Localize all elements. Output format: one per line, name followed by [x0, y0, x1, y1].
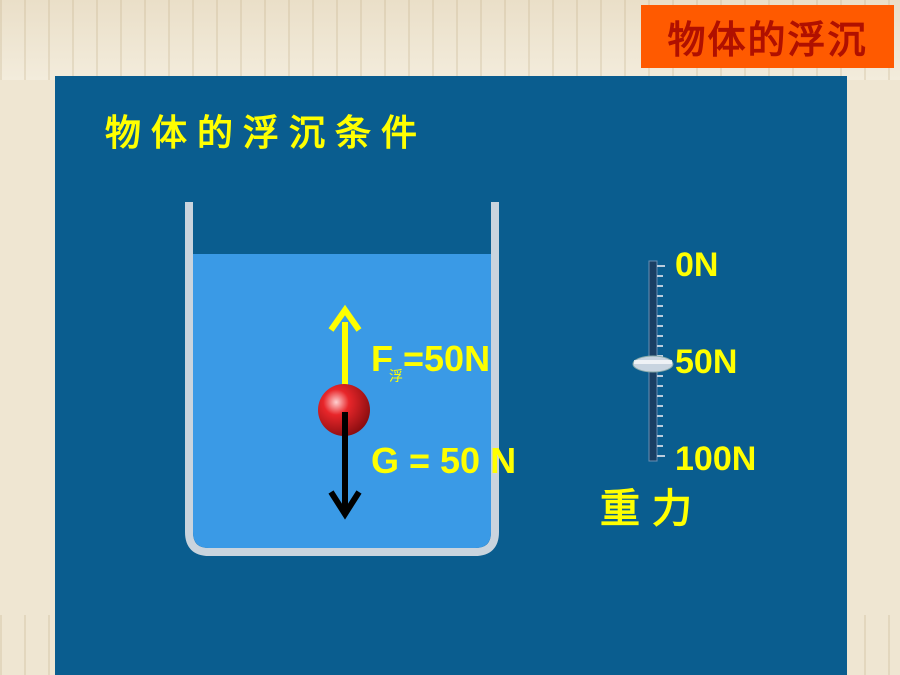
scale-label-0: 0N	[675, 246, 719, 284]
beaker	[185, 202, 499, 556]
scale-ticks	[657, 265, 665, 457]
gravity-arrow-head	[328, 490, 362, 520]
buoyancy-symbol: F	[371, 338, 393, 379]
buoyancy-subscript: 浮	[389, 368, 403, 384]
buoyancy-value: =50N	[403, 338, 491, 379]
diagram-panel: 物体的浮沉条件 F浮=50N G = 50 N	[55, 76, 847, 675]
gravity-label: 重力	[600, 485, 704, 532]
ball	[318, 384, 370, 436]
spring-scale	[632, 260, 674, 462]
scale-label-50: 50N	[675, 343, 738, 381]
scale-label-100: 100N	[675, 440, 757, 478]
gravity-force-label: G = 50 N	[371, 440, 517, 481]
beaker-wall	[185, 202, 499, 556]
slide-corner-title: 物体的浮沉	[641, 5, 894, 68]
buoyancy-label: F浮=50N	[371, 338, 491, 384]
panel-title: 物体的浮沉条件	[105, 112, 428, 154]
buoyancy-arrow-head	[328, 304, 362, 332]
